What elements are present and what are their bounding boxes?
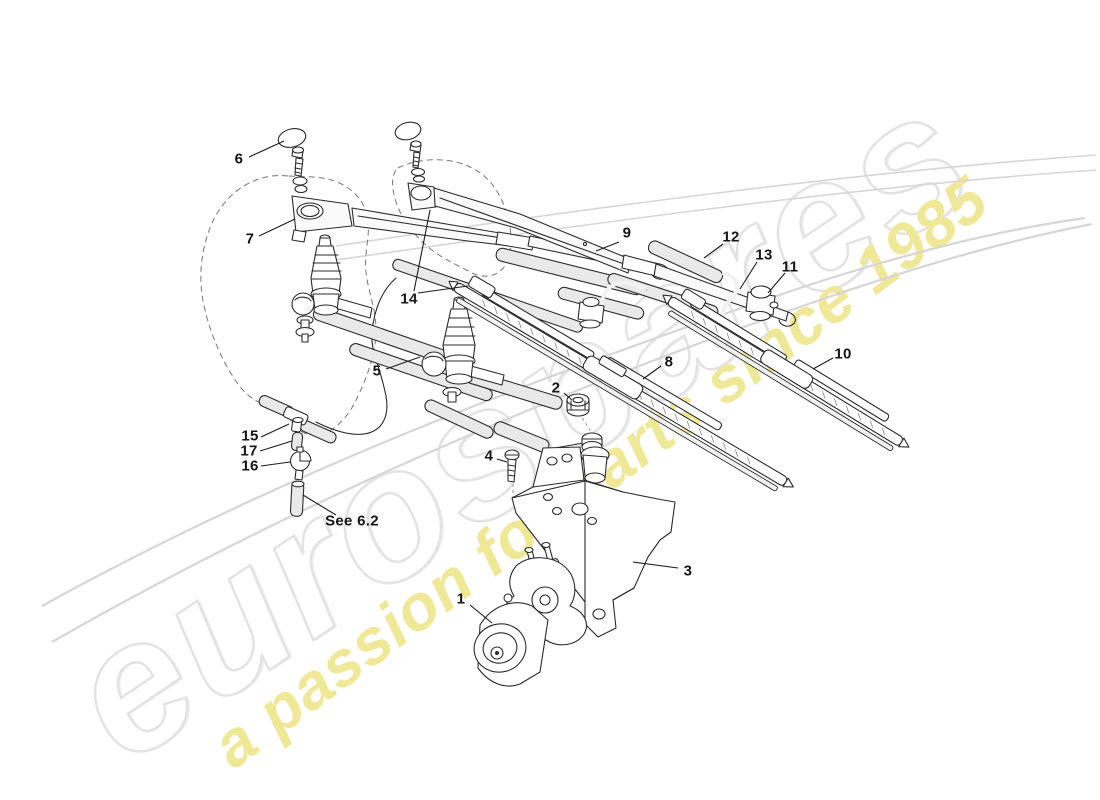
callout-2: 2	[551, 379, 561, 397]
callout-9: 9	[622, 224, 632, 242]
wiper-blade-right	[662, 288, 910, 452]
callout-13: 13	[755, 246, 773, 264]
callout-12: 12	[722, 228, 740, 246]
callout-8: 8	[664, 353, 674, 371]
wiper-blade-left	[448, 275, 794, 492]
mounting-bracket	[511, 446, 676, 638]
callout-10: 10	[834, 345, 852, 363]
callout-17: 17	[240, 442, 258, 460]
callout-3: 3	[683, 562, 693, 580]
pivot-cap-left	[277, 128, 307, 148]
callout-1: 1	[456, 590, 466, 608]
callout-6: 6	[234, 150, 244, 168]
washer-jet-11	[745, 285, 779, 322]
callout-14: 14	[400, 290, 418, 308]
pivot-spindle-left	[291, 234, 373, 343]
washer-tee-assembly	[258, 395, 337, 517]
pivot-cap-right	[394, 121, 422, 141]
leader-lines	[248, 140, 834, 624]
callout-5: 5	[372, 362, 382, 380]
panel-dashed-outline-right	[392, 159, 512, 277]
callout-15: 15	[241, 427, 259, 445]
callout-11: 11	[781, 258, 799, 276]
callout-4: 4	[484, 447, 494, 465]
callout-16: 16	[241, 457, 259, 475]
washer-hose	[315, 277, 397, 435]
pivot-spindle-centre	[421, 296, 505, 403]
wiper-motor	[473, 541, 588, 687]
washer-jet-mid	[577, 281, 648, 329]
screw-4	[504, 449, 520, 483]
washer-tube-12	[647, 240, 724, 284]
callout-see-6-2: See 6.2	[325, 512, 379, 530]
callout-7: 7	[245, 230, 255, 248]
